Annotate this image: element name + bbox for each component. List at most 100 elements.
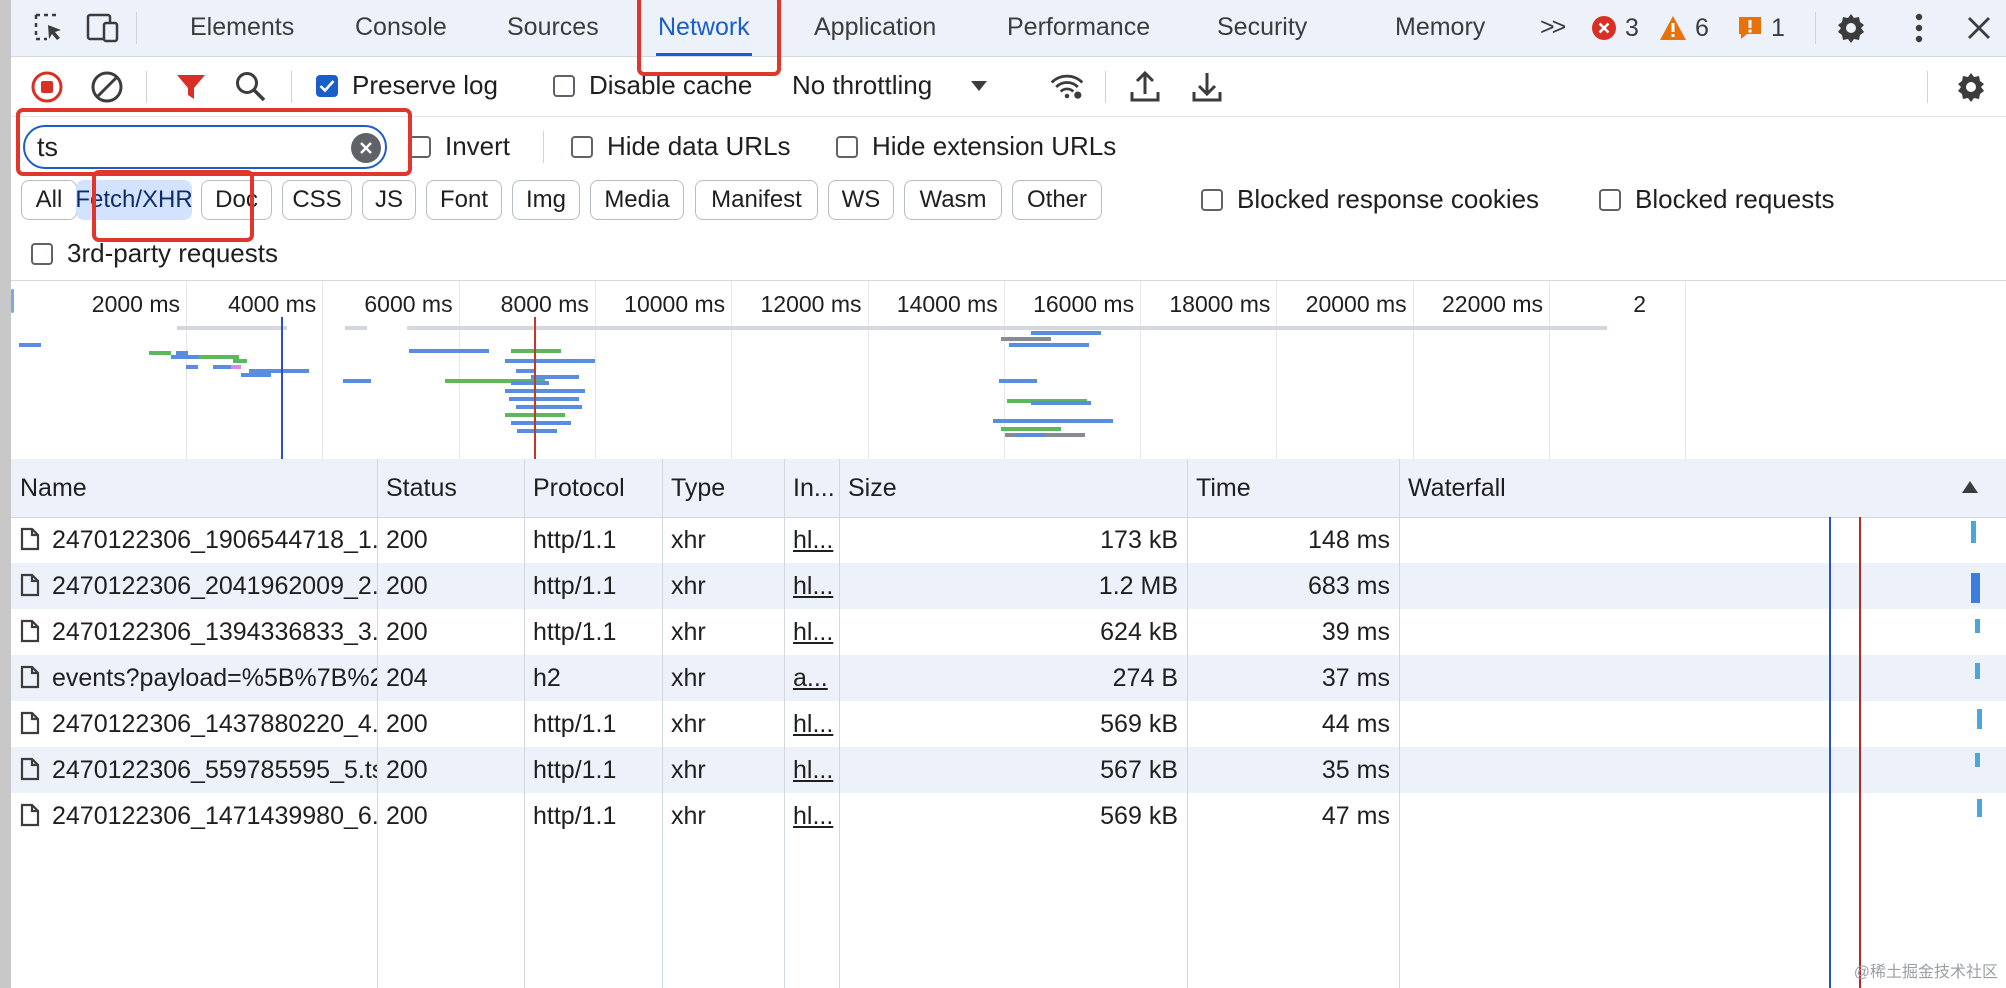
inspect-element-icon[interactable] xyxy=(31,10,67,46)
disable-cache-check-box[interactable] xyxy=(553,74,575,97)
invert-checkbox[interactable]: Invert xyxy=(409,131,510,162)
network-settings-gear-icon[interactable] xyxy=(1953,69,1989,105)
network-conditions-icon[interactable] xyxy=(1049,69,1085,105)
request-initiator-link[interactable]: hl... xyxy=(784,517,839,563)
blocked-requests-check-box[interactable] xyxy=(1599,188,1621,211)
request-time-text: 148 ms xyxy=(1308,526,1390,554)
tab-application[interactable]: Application xyxy=(814,13,937,41)
tab-security[interactable]: Security xyxy=(1217,13,1308,41)
request-initiator-link[interactable]: hl... xyxy=(784,747,839,793)
search-icon[interactable] xyxy=(233,69,269,105)
blocked-response-cookies-check-box[interactable] xyxy=(1201,188,1223,211)
type-chip-css[interactable]: CSS xyxy=(282,180,352,220)
waterfall-bar xyxy=(1971,521,1976,543)
invert-check-box[interactable] xyxy=(409,135,431,158)
warning-count-badge[interactable]: 6 xyxy=(1659,14,1709,42)
tab-network[interactable]: Network xyxy=(656,0,752,56)
filter-icon[interactable] xyxy=(173,69,209,105)
type-chip-js[interactable]: JS xyxy=(362,180,416,220)
type-chip-manifest[interactable]: Manifest xyxy=(695,180,818,220)
clear-log-icon[interactable] xyxy=(89,69,125,105)
column-header-type[interactable]: Type xyxy=(671,474,726,502)
hide-data-urls-checkbox[interactable]: Hide data URLs xyxy=(571,131,791,162)
request-initiator-link[interactable]: hl... xyxy=(784,563,839,609)
export-har-icon[interactable] xyxy=(1189,69,1225,105)
column-header-size[interactable]: Size xyxy=(848,474,897,502)
hide-extension-urls-check-box[interactable] xyxy=(836,135,858,158)
request-initiator-link[interactable]: hl... xyxy=(784,609,839,655)
throttling-select[interactable]: No throttling xyxy=(792,70,988,101)
hide-extension-urls-checkbox[interactable]: Hide extension URLs xyxy=(836,131,1116,162)
column-header-initiator[interactable]: In... xyxy=(793,474,835,502)
third-party-requests-check-box[interactable] xyxy=(31,242,53,265)
type-chip-other[interactable]: Other xyxy=(1012,180,1102,220)
preserve-log-check-box[interactable] xyxy=(316,74,338,97)
third-party-requests-label: 3rd-party requests xyxy=(67,238,278,268)
request-initiator-text[interactable]: hl... xyxy=(793,618,834,646)
overview-request-bar xyxy=(1001,427,1061,431)
request-size-text: 274 B xyxy=(1112,664,1178,692)
sort-ascending-icon[interactable] xyxy=(1961,480,1979,499)
overview-tick-label: 14000 ms xyxy=(896,291,998,317)
type-chip-ws[interactable]: WS xyxy=(828,180,894,220)
type-chip-img[interactable]: Img xyxy=(512,180,580,220)
request-initiator-text[interactable]: hl... xyxy=(793,756,834,784)
tab-memory[interactable]: Memory xyxy=(1395,13,1486,41)
disable-cache-checkbox[interactable]: Disable cache xyxy=(553,70,752,101)
request-initiator-text[interactable]: hl... xyxy=(793,572,834,600)
document-file-icon xyxy=(20,712,40,735)
blocked-response-cookies-checkbox[interactable]: Blocked response cookies xyxy=(1201,184,1539,215)
tab-sources[interactable]: Sources xyxy=(507,13,599,41)
type-chip-font[interactable]: Font xyxy=(426,180,502,220)
request-protocol-text: h2 xyxy=(533,664,561,692)
column-header-status[interactable]: Status xyxy=(386,474,457,502)
preserve-log-checkbox[interactable]: Preserve log xyxy=(316,70,498,101)
device-toolbar-icon[interactable] xyxy=(85,10,121,46)
tab-elements[interactable]: Elements xyxy=(190,13,295,41)
info-count: 1 xyxy=(1771,13,1785,42)
tab-console[interactable]: Console xyxy=(355,13,447,41)
more-tabs-button[interactable]: >> xyxy=(1540,13,1566,41)
request-initiator-text[interactable]: hl... xyxy=(793,526,834,554)
type-chip-doc[interactable]: Doc xyxy=(201,180,272,220)
column-header-name[interactable]: Name xyxy=(20,474,87,502)
request-initiator-text[interactable]: hl... xyxy=(793,802,834,830)
request-initiator-link[interactable]: hl... xyxy=(784,701,839,747)
filter-search-box[interactable] xyxy=(23,125,387,169)
tab-performance[interactable]: Performance xyxy=(1007,13,1151,41)
table-row[interactable]: events?payload=%5B%7B%22...204h2xhra...2… xyxy=(11,655,2006,701)
overview-range-handle[interactable] xyxy=(11,289,14,313)
type-chip-all[interactable]: All xyxy=(21,180,77,220)
settings-gear-icon[interactable] xyxy=(1833,10,1869,46)
column-header-time[interactable]: Time xyxy=(1196,474,1251,502)
column-header-waterfall[interactable]: Waterfall xyxy=(1408,474,1506,502)
third-party-requests-checkbox[interactable]: 3rd-party requests xyxy=(31,238,278,269)
request-initiator-link[interactable]: a... xyxy=(784,655,839,701)
info-count-badge[interactable]: 1 xyxy=(1737,14,1785,42)
type-chip-wasm[interactable]: Wasm xyxy=(904,180,1002,220)
request-initiator-text[interactable]: hl... xyxy=(793,710,834,738)
hide-data-urls-check-box[interactable] xyxy=(571,135,593,158)
table-row[interactable]: 2470122306_1906544718_1.ts...200http/1.1… xyxy=(11,517,2006,563)
error-count-badge[interactable]: 3 xyxy=(1591,14,1639,42)
stop-recording-icon[interactable] xyxy=(29,69,65,105)
request-status-cell: 200 xyxy=(377,609,524,655)
filter-input[interactable] xyxy=(37,131,317,163)
clear-filter-icon[interactable] xyxy=(351,133,381,163)
request-initiator-link[interactable]: hl... xyxy=(784,793,839,839)
request-status-cell: 200 xyxy=(377,563,524,609)
close-devtools-icon[interactable] xyxy=(1961,10,1997,46)
import-har-icon[interactable] xyxy=(1127,69,1163,105)
column-header-protocol[interactable]: Protocol xyxy=(533,474,625,502)
more-options-icon[interactable] xyxy=(1901,10,1937,46)
type-chip-media[interactable]: Media xyxy=(590,180,684,220)
request-initiator-text[interactable]: a... xyxy=(793,664,828,692)
type-chip-fetch-xhr[interactable]: Fetch/XHR xyxy=(75,180,193,220)
blocked-requests-checkbox[interactable]: Blocked requests xyxy=(1599,184,1834,215)
